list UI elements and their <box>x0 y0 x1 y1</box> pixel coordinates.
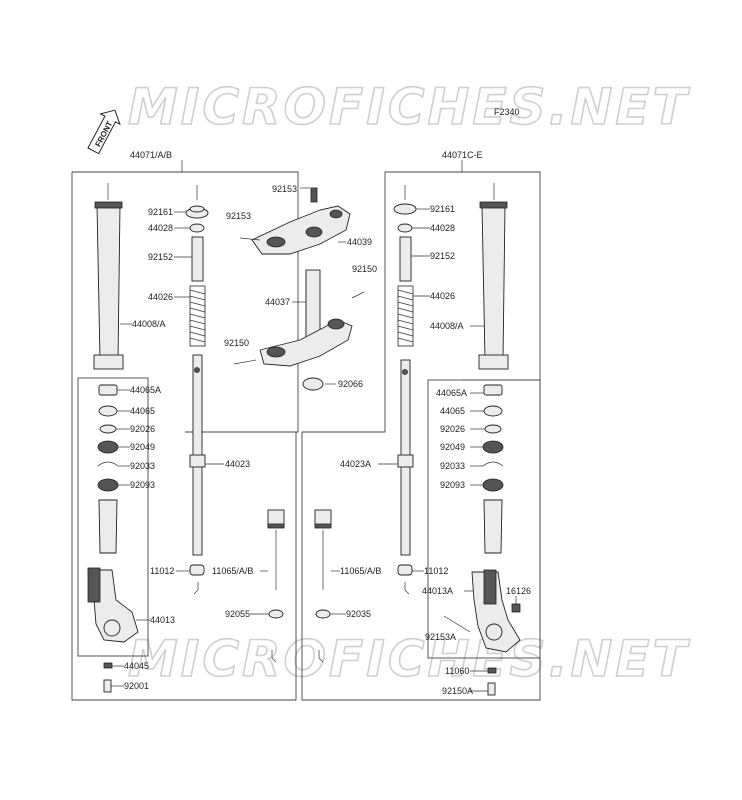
left-labels: 92161 44028 92152 44026 44008/A 44065A 4… <box>124 207 253 691</box>
watermark-top: MICROFICHES.NET <box>128 78 691 136</box>
svg-text:92161: 92161 <box>148 207 173 217</box>
figure-code: F2340 <box>494 107 520 117</box>
svg-text:44026: 44026 <box>430 291 455 301</box>
svg-text:92033: 92033 <box>440 461 465 471</box>
svg-text:44065A: 44065A <box>130 385 161 395</box>
svg-text:44028: 44028 <box>430 223 455 233</box>
svg-text:92153: 92153 <box>226 211 251 221</box>
svg-text:92150A: 92150A <box>442 686 473 696</box>
spring-left <box>189 285 206 347</box>
svg-text:92001: 92001 <box>124 681 149 691</box>
svg-text:44045: 44045 <box>124 661 149 671</box>
svg-text:92150: 92150 <box>352 264 377 274</box>
svg-text:44023A: 44023A <box>340 459 371 469</box>
center-parts <box>233 187 365 391</box>
svg-text:11012: 11012 <box>424 566 448 576</box>
center-leaders <box>292 187 346 385</box>
svg-text:44013: 44013 <box>150 615 175 625</box>
right-labels: 92161 44028 92152 44026 44008/A 44065A 4… <box>340 204 531 696</box>
svg-text:11065/A/B: 11065/A/B <box>340 566 381 576</box>
left-leaders <box>111 211 269 687</box>
svg-text:44026: 44026 <box>148 292 173 302</box>
center-labels: 92153 92153 44039 92150 44037 92150 9206… <box>224 184 377 389</box>
svg-text:44008/A: 44008/A <box>430 321 464 331</box>
svg-text:92152: 92152 <box>148 252 173 262</box>
svg-text:92161: 92161 <box>430 204 455 214</box>
svg-text:92153: 92153 <box>272 184 297 194</box>
svg-text:92152: 92152 <box>430 251 455 261</box>
right-leaders <box>330 208 517 692</box>
svg-text:92033: 92033 <box>130 461 155 471</box>
svg-text:16126: 16126 <box>506 586 531 596</box>
svg-text:44065: 44065 <box>440 406 465 416</box>
svg-text:92049: 92049 <box>130 442 155 452</box>
left-inner-frame <box>77 377 149 657</box>
right-inner-frame <box>427 379 541 659</box>
axle-bracket-left <box>87 569 139 643</box>
right-fork-parts <box>314 183 521 696</box>
svg-text:92026: 92026 <box>440 424 465 434</box>
svg-text:92093: 92093 <box>440 480 465 490</box>
left-assembly-label: 44071/A/B <box>130 150 172 160</box>
svg-text:92153A: 92153A <box>425 632 456 642</box>
front-arrow-icon: FRONT <box>87 109 121 155</box>
svg-text:44028: 44028 <box>148 223 173 233</box>
svg-text:11065/A/B: 11065/A/B <box>212 566 253 576</box>
svg-text:44039: 44039 <box>347 237 372 247</box>
left-fork-parts <box>87 183 285 693</box>
svg-text:11060: 11060 <box>445 666 469 676</box>
outer-tube-left <box>96 204 121 361</box>
svg-text:44065A: 44065A <box>436 388 467 398</box>
svg-text:92150: 92150 <box>224 338 249 348</box>
svg-text:92026: 92026 <box>130 424 155 434</box>
svg-text:92035: 92035 <box>346 609 371 619</box>
svg-text:44013A: 44013A <box>422 586 453 596</box>
svg-text:92066: 92066 <box>338 379 363 389</box>
svg-text:44065: 44065 <box>130 406 155 416</box>
svg-text:92093: 92093 <box>130 480 155 490</box>
svg-text:44037: 44037 <box>265 297 290 307</box>
svg-text:44023: 44023 <box>225 459 250 469</box>
svg-text:44008/A: 44008/A <box>132 319 166 329</box>
svg-text:92049: 92049 <box>440 442 465 452</box>
right-assembly-label: 44071C-E <box>442 150 483 160</box>
watermark-bottom: MICROFICHES.NET <box>128 630 691 688</box>
svg-text:92055: 92055 <box>225 609 250 619</box>
svg-text:11012: 11012 <box>150 566 174 576</box>
